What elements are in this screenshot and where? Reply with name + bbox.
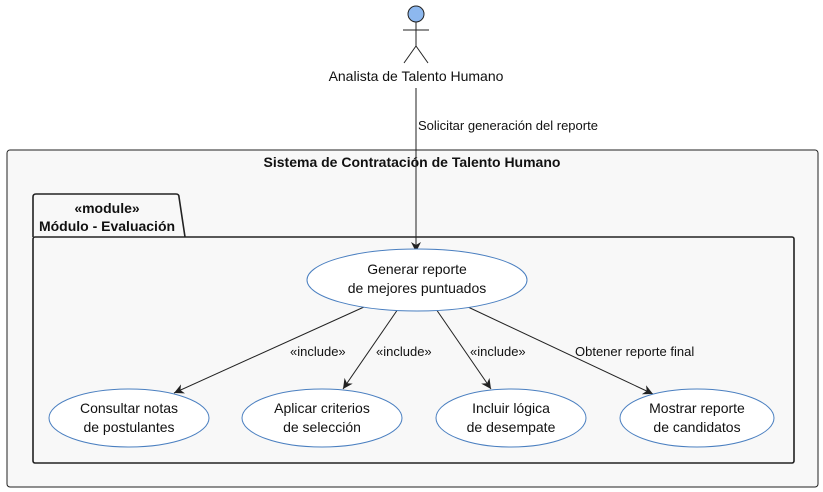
include-arrow-incluir (435, 308, 492, 390)
include-arrow-aplicar (342, 308, 399, 390)
include-label-3: «include» (470, 344, 526, 359)
usecase-generar-line2: de mejores puntuados (348, 280, 487, 296)
module-stereotype: «module» (74, 200, 140, 216)
usecase-generar-line1: Generar reporte (367, 261, 467, 277)
actor-request-label: Solicitar generación del reporte (418, 118, 598, 133)
usecase-consultar-line1: Consultar notas (80, 400, 178, 416)
actor-head (407, 5, 425, 23)
usecase-generar-reporte[interactable]: Generar reporte de mejores puntuados (306, 248, 528, 312)
final-arrow-mostrar (467, 306, 654, 395)
system-title: Sistema de Contratación de Talento Human… (264, 154, 561, 170)
usecase-incluir-line2: de desempate (467, 419, 556, 435)
usecase-consultar-notas[interactable]: Consultar notas de postulantes (48, 388, 210, 448)
usecase-incluir-logica[interactable]: Incluir lógica de desempate (435, 388, 587, 448)
usecase-mostrar-line1: Mostrar reporte (649, 400, 745, 416)
final-label: Obtener reporte final (575, 344, 694, 359)
module-name: Módulo - Evaluación (39, 218, 175, 234)
actor-analista (403, 5, 429, 64)
usecase-mostrar-line2: de candidatos (653, 419, 740, 435)
usecase-incluir-line1: Incluir lógica (472, 400, 550, 416)
usecase-aplicar-criterios[interactable]: Aplicar criterios de selección (241, 388, 403, 448)
usecase-consultar-line2: de postulantes (83, 419, 174, 435)
usecase-mostrar-reporte[interactable]: Mostrar reporte de candidatos (619, 388, 775, 448)
module-package-tab (32, 193, 186, 238)
usecase-aplicar-line2: de selección (283, 419, 361, 435)
include-label-2: «include» (376, 344, 432, 359)
actor-name: Analista de Talento Humano (329, 68, 504, 84)
include-label-1: «include» (290, 344, 346, 359)
usecase-aplicar-line1: Aplicar criterios (274, 400, 370, 416)
module-package (32, 236, 795, 464)
include-arrow-consultar (173, 306, 365, 394)
